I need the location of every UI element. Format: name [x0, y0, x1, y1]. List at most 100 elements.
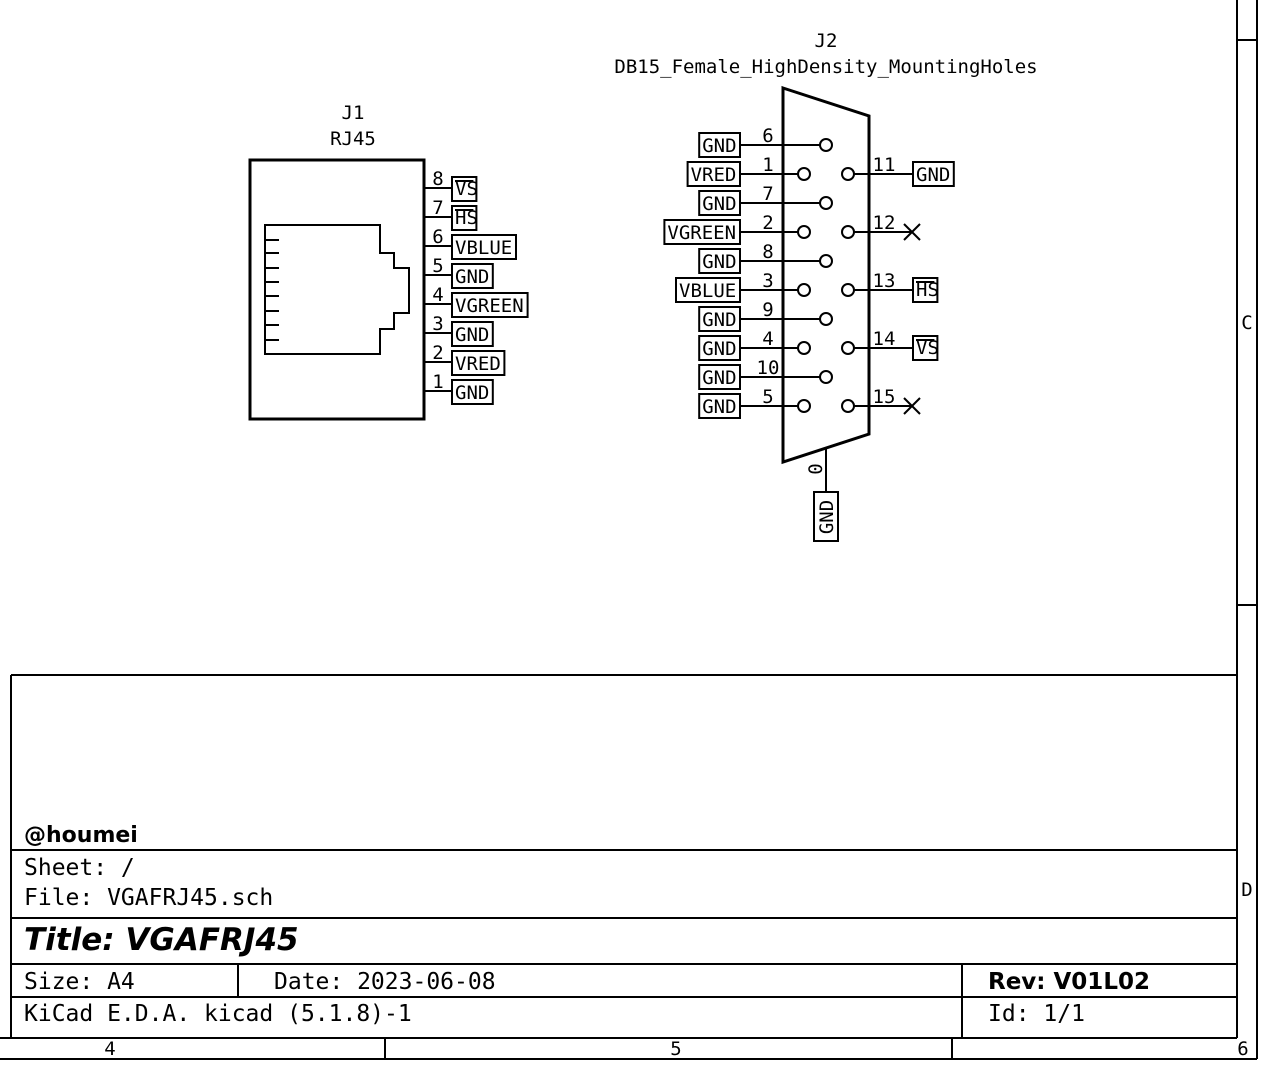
net-label: GND	[698, 132, 742, 158]
net-label-box	[675, 277, 741, 303]
sheet-id: Id: 1/1	[988, 1001, 1085, 1027]
net-label-box	[698, 190, 742, 216]
net-label: VS	[451, 176, 478, 202]
net-label-text: HS	[455, 207, 478, 229]
net-label-text: VBLUE	[455, 237, 512, 259]
pin-number: 1	[432, 371, 443, 393]
pin-socket-icon	[841, 399, 855, 413]
net-label-box	[698, 306, 742, 332]
pin-socket-icon	[797, 341, 811, 355]
net-label: VS	[912, 335, 939, 361]
net-label: VRED	[451, 350, 506, 376]
pin-number: 14	[873, 328, 896, 350]
j1-value: RJ45	[330, 128, 376, 150]
rj45-jack-icon	[264, 224, 410, 355]
net-label-text: VGREEN	[455, 295, 524, 317]
pin-number: 5	[762, 386, 773, 408]
pin-number: 6	[762, 125, 773, 147]
net-label-text: VS	[916, 337, 939, 359]
pin-number: 7	[432, 197, 443, 219]
net-label: GND	[451, 263, 494, 289]
net-label-box	[698, 364, 742, 390]
net-label: GND	[698, 190, 742, 216]
j1-contacts	[265, 239, 279, 341]
net-label-box	[451, 379, 494, 405]
pin-number: 6	[432, 226, 443, 248]
pin-number: 3	[762, 270, 773, 292]
row-label-d: D	[1241, 879, 1252, 901]
pin-socket-icon	[797, 225, 811, 239]
net-label-text: GND	[455, 324, 489, 346]
net-label: HS	[912, 277, 939, 303]
pin-socket-icon	[819, 370, 833, 384]
net-label: VBLUE	[451, 234, 517, 260]
net-label-box	[451, 292, 529, 318]
pin-socket-icon	[797, 283, 811, 297]
j2-pin-10: 10 GND	[698, 357, 833, 390]
j2-mount-pin-net: GND	[816, 500, 838, 534]
j2-left-pins: 6GND1VRED7GND2VGREEN8GND3VBLUE9GND4GND10…	[663, 125, 833, 419]
j2-mount-pin: 0 GND	[805, 449, 839, 542]
net-label-box	[813, 491, 839, 542]
net-label-box	[686, 161, 741, 187]
sheet-path: Sheet: /	[24, 855, 135, 881]
net-label-text: GND	[455, 266, 489, 288]
net-label-text: GND	[702, 338, 736, 360]
component-j2-db15[interactable]: J2 DB15_Female_HighDensity_MountingHoles…	[614, 30, 1038, 542]
j1-pin-1: 1 GND	[424, 371, 494, 405]
net-label-box	[451, 176, 478, 202]
net-label-text: GND	[702, 309, 736, 331]
j1-reference: J1	[342, 102, 365, 124]
col-label-6: 6	[1237, 1038, 1248, 1060]
net-label-box	[698, 132, 742, 158]
net-label: GND	[698, 364, 742, 390]
net-label: GND	[698, 306, 742, 332]
net-label-text: GND	[702, 396, 736, 418]
pin-number: 8	[762, 241, 773, 263]
pin-socket-icon	[841, 341, 855, 355]
net-label-box	[451, 205, 478, 231]
pin-socket-icon	[819, 196, 833, 210]
pin-socket-icon	[841, 167, 855, 181]
net-label-box	[451, 234, 517, 260]
net-label-text: VRED	[691, 164, 737, 186]
net-label-text: VS	[455, 178, 478, 200]
pin-socket-icon	[797, 399, 811, 413]
net-label: VRED	[686, 161, 741, 187]
j2-mount-pin-number: 0	[805, 463, 827, 474]
j2-pin-15: 15	[841, 386, 921, 415]
net-label-text: VBLUE	[679, 280, 736, 302]
pin-socket-icon	[819, 254, 833, 268]
net-label-text: GND	[702, 367, 736, 389]
pin-socket-icon	[797, 167, 811, 181]
sheet-title: Title: VGAFRJ45	[24, 922, 299, 958]
pin-number: 10	[757, 357, 780, 379]
title-block: @houmei Sheet: / File: VGAFRJ45.sch Titl…	[10, 674, 1237, 1038]
j2-pin-7: 7 GND	[698, 183, 833, 216]
net-label: HS	[451, 205, 478, 231]
pin-number: 7	[762, 183, 773, 205]
j1-body	[248, 158, 426, 421]
pin-socket-icon	[841, 283, 855, 297]
net-label-box	[912, 277, 939, 303]
net-label-box	[912, 335, 939, 361]
j2-pin-5: 5 GND	[698, 386, 811, 419]
pin-socket-icon	[841, 225, 855, 239]
sheet-revision: Rev: V01L02	[988, 969, 1150, 995]
net-label: GND	[451, 379, 494, 405]
net-label-text: GND	[916, 164, 950, 186]
pin-number: 3	[432, 313, 443, 335]
net-label: GND	[698, 393, 742, 419]
net-label: GND	[698, 335, 742, 361]
net-label-text: GND	[702, 135, 736, 157]
pin-number: 11	[873, 154, 896, 176]
col-label-5: 5	[670, 1038, 681, 1060]
j2-pin-6: 6 GND	[698, 125, 833, 158]
net-label-box	[451, 263, 494, 289]
